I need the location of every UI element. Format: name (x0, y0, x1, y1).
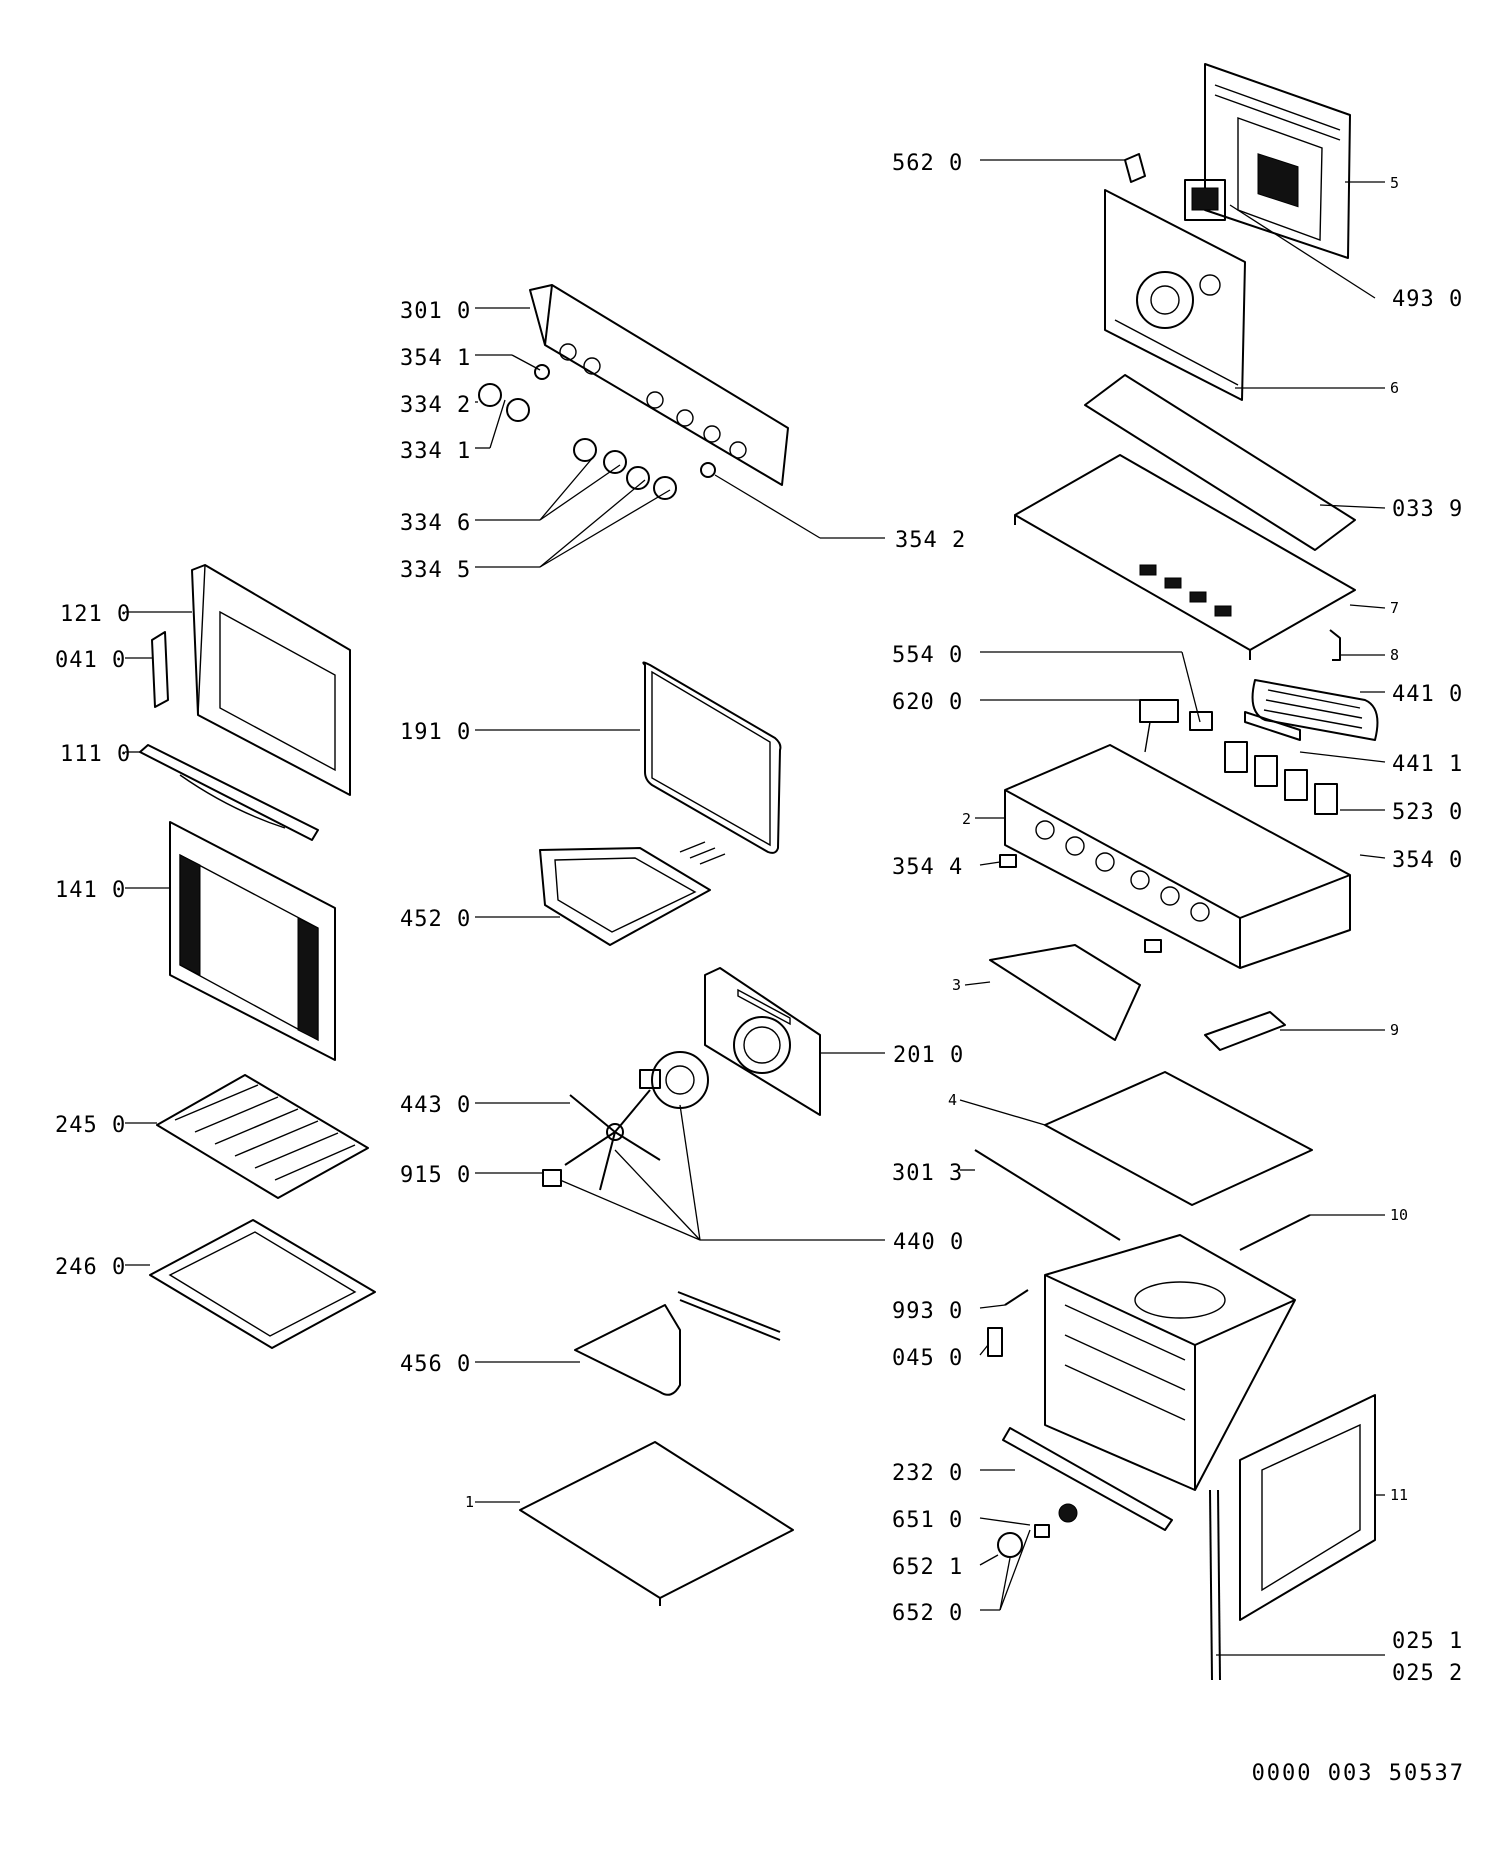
callout-label: 620 0 (892, 690, 963, 715)
inner-door-frame-part (1239, 1394, 1376, 1621)
transformer-part (1184, 179, 1226, 221)
hinge-rail-232-part (1002, 1427, 1173, 1531)
callout-label: 523 0 (1392, 800, 1463, 825)
handle-bracket-part (151, 631, 169, 708)
callout-label: 232 0 (892, 1461, 963, 1486)
callout-label: 5 (1390, 174, 1399, 192)
control-panel-part (529, 284, 789, 486)
knob-354-4-part (999, 854, 1162, 953)
callout-label: 246 0 (55, 1255, 126, 1280)
callout-label: 9 (1390, 1021, 1399, 1039)
callout-label: 3 (952, 976, 961, 994)
clip-562-part (1124, 153, 1146, 183)
callout-label: 141 0 (55, 878, 126, 903)
bracket-8-part (1329, 629, 1341, 661)
tangential-fan-part (1251, 679, 1379, 741)
callout-label: 301 3 (892, 1161, 963, 1186)
bush-915-part (542, 1169, 562, 1187)
insulation-sheet-part (1084, 374, 1356, 551)
fan-motor-part (639, 1051, 709, 1109)
lamp-parts (997, 1503, 1078, 1558)
bracket-9-part (1204, 1011, 1286, 1051)
callout-labels: 562 0 5 493 0 301 0 6 354 1 334 2 334 1 … (55, 151, 1463, 1686)
oven-floor-part (519, 1441, 794, 1606)
callout-label: 452 0 (400, 907, 471, 932)
callout-label: 456 0 (400, 1352, 471, 1377)
inner-door-part (191, 564, 351, 796)
callout-label: 354 0 (1392, 848, 1463, 873)
callout-label: 033 9 (1392, 497, 1463, 522)
fan-cover-part (704, 967, 821, 1116)
fan-housing-plate-part (1104, 189, 1246, 401)
wire-rack-part (156, 1074, 369, 1199)
callout-label: 441 1 (1392, 752, 1463, 777)
callout-label: 201 0 (893, 1043, 964, 1068)
callout-label: 2 (962, 810, 971, 828)
thermostat-part (1139, 699, 1213, 753)
callout-label: 10 (1390, 1206, 1408, 1224)
callout-label: 045 0 (892, 1346, 963, 1371)
callout-label: 652 0 (892, 1601, 963, 1626)
callout-label: 993 0 (892, 1299, 963, 1324)
callout-label: 111 0 (60, 742, 131, 767)
callout-label: 041 0 (55, 648, 126, 673)
callout-label: 11 (1390, 1486, 1408, 1504)
callout-label: 7 (1390, 599, 1399, 617)
screw-993-part (1004, 1289, 1029, 1306)
back-cover-part (1204, 63, 1351, 259)
document-id: 0000 003 50537 (1252, 1761, 1465, 1786)
callout-label: 554 0 (892, 643, 963, 668)
grill-element-part (539, 841, 726, 946)
control-chassis-part (1004, 744, 1351, 969)
leader-lines (125, 159, 1386, 1656)
callout-label: 334 5 (400, 558, 471, 583)
callout-label: 652 1 (892, 1555, 963, 1580)
callout-label: 025 2 (1392, 1661, 1463, 1686)
callout-label: 191 0 (400, 720, 471, 745)
callout-label: 334 2 (400, 393, 471, 418)
lower-element-part (574, 1291, 781, 1396)
callout-label: 025 1 (1392, 1629, 1463, 1654)
door-hinge-025-part (1209, 1489, 1221, 1681)
outer-door-glass-part (169, 821, 336, 1061)
callout-label: 6 (1390, 379, 1399, 397)
callout-label: 562 0 (892, 151, 963, 176)
callout-label: 354 2 (895, 528, 966, 553)
callout-label: 334 1 (400, 439, 471, 464)
rod-301-3-part (974, 1149, 1121, 1241)
terminal-block-part (1244, 711, 1301, 741)
door-gasket-part (642, 661, 782, 854)
callout-label: 441 0 (1392, 682, 1463, 707)
callout-label: 1 (465, 1493, 474, 1511)
callout-label: 354 4 (892, 855, 963, 880)
callout-label: 440 0 (893, 1230, 964, 1255)
switches-part (1224, 741, 1338, 815)
callout-label: 245 0 (55, 1113, 126, 1138)
door-handle-part (139, 744, 319, 841)
callout-label: 354 1 (400, 346, 471, 371)
callout-label: 334 6 (400, 511, 471, 536)
callout-label: 8 (1390, 646, 1399, 664)
fan-blade-part (564, 1089, 661, 1191)
callout-label: 121 0 (60, 602, 131, 627)
bottom-plate-4-part (1044, 1071, 1313, 1206)
callout-label: 651 0 (892, 1508, 963, 1533)
rod-10-part (1239, 1214, 1311, 1251)
top-panel-part (1014, 454, 1356, 660)
callout-label: 301 0 (400, 299, 471, 324)
knobs-part (478, 364, 716, 500)
oven-cavity-part (1044, 1234, 1296, 1491)
callout-label: 493 0 (1392, 287, 1463, 312)
baking-tray-part (149, 1219, 376, 1349)
callout-label: 915 0 (400, 1163, 471, 1188)
callout-label: 443 0 (400, 1093, 471, 1118)
side-bracket-3-part (989, 944, 1141, 1041)
hinge-clip-045-part (987, 1327, 1003, 1357)
callout-label: 4 (948, 1091, 957, 1109)
